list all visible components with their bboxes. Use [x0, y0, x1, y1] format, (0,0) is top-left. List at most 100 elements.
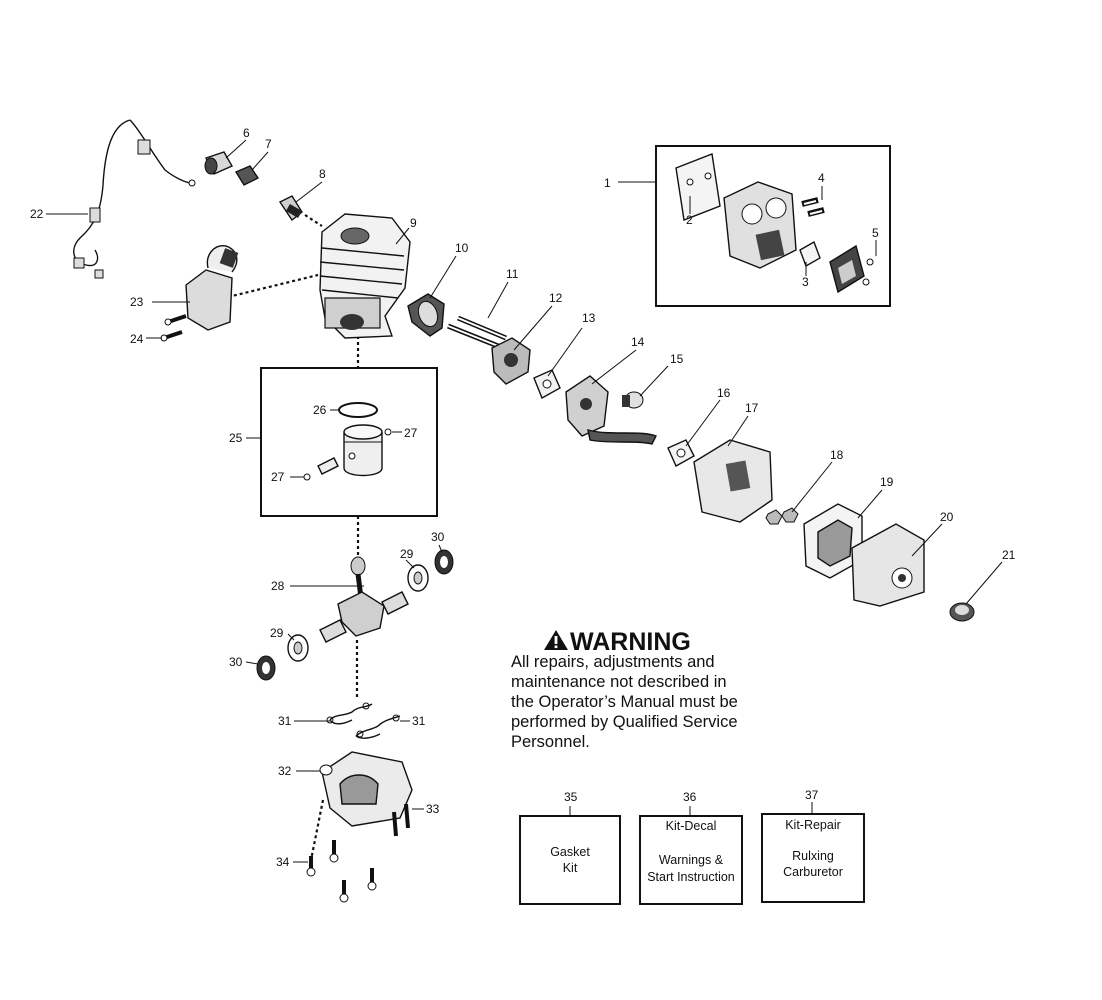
callout-36: 36 [683, 790, 697, 804]
callout-30a: 30 [431, 530, 445, 544]
piston-part [343, 424, 383, 477]
spark-plug-boot-part [204, 151, 233, 175]
crankcase-gasket-left-part [326, 702, 373, 725]
callout-25: 25 [229, 431, 243, 445]
callout-7: 7 [265, 137, 272, 151]
muffler-gasket-part [675, 153, 721, 221]
kit-box-36: Kit-Decal Warnings & Start Instruction [639, 815, 743, 905]
warning-line-4: performed by Qualified Service [511, 713, 738, 731]
spark-arrestor-cover-part [829, 244, 865, 294]
callout-31a: 31 [278, 714, 292, 728]
callout-30b: 30 [229, 655, 243, 669]
kit-37-line-1: Rulxing [792, 849, 834, 863]
callout-17: 17 [745, 401, 759, 415]
intake-boot-part [407, 293, 445, 337]
carburetor-adapter-part [491, 337, 531, 385]
callout-23: 23 [130, 295, 144, 309]
callout-15: 15 [670, 352, 684, 366]
piston-kit-frame [260, 367, 438, 517]
crankcase-part [319, 751, 413, 827]
main-bearing-right-part [407, 564, 429, 592]
cylinder-part [319, 213, 411, 339]
muffler-kit-frame [655, 145, 891, 307]
callout-11: 11 [506, 267, 519, 281]
callout-37: 37 [805, 788, 819, 802]
kit-36-line-1: Warnings & [659, 853, 724, 867]
main-bearing-left-part [287, 634, 309, 662]
muffler-plate-gasket-part [799, 240, 821, 268]
callout-29b: 29 [270, 626, 284, 640]
wiring-harness-part [73, 119, 196, 279]
kit-box-37: Kit-Repair Rulxing Carburetor [761, 813, 865, 903]
air-filter-cover-part [851, 523, 925, 607]
piston-ring-part [338, 402, 378, 418]
callout-21: 21 [1002, 548, 1016, 562]
callout-19: 19 [880, 475, 894, 489]
crankcase-screws-part [306, 840, 377, 903]
muffler-bolts-part [801, 197, 825, 217]
air-box-part [693, 439, 773, 523]
callout-5: 5 [872, 226, 879, 240]
callout-14: 14 [631, 335, 645, 349]
leader-lines [46, 139, 1003, 863]
callout-3: 3 [802, 275, 809, 289]
callout-1: 1 [604, 176, 611, 190]
muffler-screws-part [862, 258, 874, 286]
callout-18: 18 [830, 448, 844, 462]
kit-37-header: Kit-Repair [785, 818, 841, 832]
callout-31b: 31 [412, 714, 426, 728]
kit-37-line-2: Carburetor [783, 865, 843, 879]
air-filter-part [803, 503, 863, 579]
terminal-cap-part [234, 165, 260, 186]
ignition-screws-part [160, 314, 187, 342]
callout-13: 13 [582, 311, 596, 325]
callout-10: 10 [455, 241, 469, 255]
kit-35-line-1: Gasket [550, 845, 590, 859]
warning-triangle-icon [544, 630, 568, 650]
air-box-nuts-part [765, 507, 799, 525]
callout-12: 12 [549, 291, 563, 305]
callout-22: 22 [30, 207, 44, 221]
callout-26: 26 [313, 403, 327, 417]
piston-pin-part [317, 457, 339, 475]
warning-line-5: Personnel. [511, 733, 590, 751]
assembly-line-crankcase-bolts [309, 799, 325, 861]
primer-bulb-part [622, 391, 644, 409]
carburetor-gasket-part [533, 369, 561, 399]
callout-9: 9 [410, 216, 417, 230]
warning-line-2: maintenance not described in [511, 673, 727, 691]
callout-29a: 29 [400, 547, 414, 561]
callout-2: 2 [686, 213, 693, 227]
air-filter-gasket-part [667, 439, 695, 467]
callout-28: 28 [271, 579, 285, 593]
warning-block: WARNING All repairs, adjustments and mai… [511, 628, 738, 751]
callout-8: 8 [319, 167, 326, 181]
cover-knob-part [949, 602, 975, 622]
muffler-body-part [723, 181, 797, 269]
ignition-module-part [185, 245, 239, 331]
kit-box-35: Gasket Kit [519, 815, 621, 905]
callout-20: 20 [940, 510, 954, 524]
spark-plug-part [278, 195, 303, 222]
carburetor-part [565, 375, 657, 445]
callout-27b: 27 [271, 470, 285, 484]
kit-36-line-2: Start Instruction [647, 870, 735, 884]
callout-35: 35 [564, 790, 578, 804]
oil-seal-right-part [434, 549, 454, 575]
warning-title: WARNING [570, 628, 691, 656]
callout-27a: 27 [404, 426, 418, 440]
crankcase-gasket-right-part [355, 714, 401, 739]
oil-seal-left-part [256, 655, 276, 681]
callout-24: 24 [130, 332, 144, 346]
crankshaft-part [319, 556, 409, 643]
callout-33: 33 [426, 802, 440, 816]
carburetor-bolts-part [447, 315, 507, 349]
callout-34: 34 [276, 855, 290, 869]
kit-35-line-2: Kit [563, 861, 578, 875]
kit-36-header: Kit-Decal [666, 819, 717, 833]
assembly-line-ignition [227, 273, 319, 299]
callout-4: 4 [818, 171, 825, 185]
warning-line-1: All repairs, adjustments and [511, 653, 715, 671]
callout-32: 32 [278, 764, 292, 778]
